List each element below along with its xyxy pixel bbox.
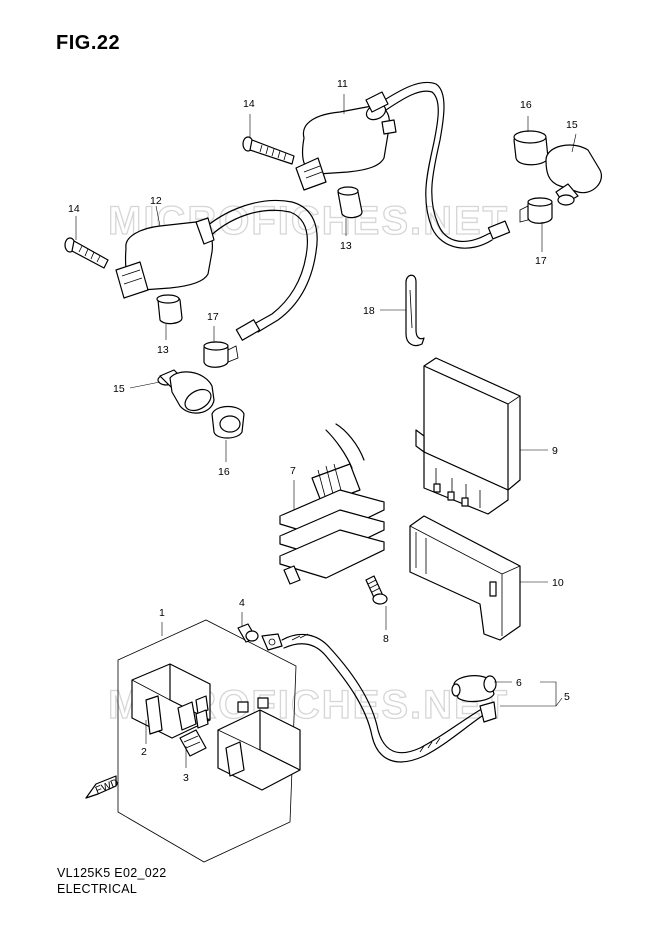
ignition-coil-lower bbox=[115, 199, 318, 341]
callout-15-upper: 15 bbox=[566, 119, 578, 131]
callout-4: 4 bbox=[239, 597, 245, 609]
callout-13-upper: 13 bbox=[340, 240, 352, 252]
callout-13-lower: 13 bbox=[157, 344, 169, 356]
callout-16-lower: 16 bbox=[218, 466, 230, 478]
callout-14-lower: 14 bbox=[68, 203, 80, 215]
ignition-coil-upper bbox=[295, 81, 511, 249]
spacer-13-upper bbox=[337, 186, 363, 219]
callout-11: 11 bbox=[337, 78, 348, 90]
callout-17-upper: 17 bbox=[535, 255, 547, 267]
boot-17-lower bbox=[203, 341, 239, 368]
terminal-cover-6 bbox=[451, 675, 497, 703]
callout-15-lower: 15 bbox=[113, 383, 125, 395]
model-code: VL125K5 E02_022 bbox=[57, 866, 167, 880]
bolt-8 bbox=[365, 575, 388, 605]
plug-cap-15-lower bbox=[157, 369, 215, 414]
leader-lines bbox=[75, 94, 577, 768]
callout-labels: 11 14 12 14 13 13 16 15 17 18 17 15 16 7… bbox=[68, 78, 578, 784]
section-name: ELECTRICAL bbox=[57, 882, 138, 896]
callout-6: 6 bbox=[516, 677, 522, 689]
callout-5: 5 bbox=[564, 691, 570, 703]
lead-wire-5 bbox=[261, 633, 497, 763]
regulator-rectifier-7 bbox=[279, 423, 385, 585]
figure-title: FIG.22 bbox=[56, 32, 121, 54]
callout-18: 18 bbox=[363, 305, 375, 317]
forward-arrow-icon: FWD bbox=[85, 775, 121, 799]
control-unit-9 bbox=[415, 357, 521, 515]
callout-1: 1 bbox=[159, 607, 165, 619]
cap-16-lower bbox=[211, 405, 245, 439]
callout-12: 12 bbox=[150, 195, 162, 207]
clamp-18 bbox=[405, 274, 425, 347]
cap-16-upper bbox=[513, 130, 549, 166]
callout-7: 7 bbox=[290, 465, 296, 477]
bracket-10 bbox=[409, 515, 521, 641]
callout-17-lower: 17 bbox=[207, 311, 219, 323]
callout-14-upper: 14 bbox=[243, 98, 255, 110]
callout-3: 3 bbox=[183, 772, 189, 784]
boot-17-upper bbox=[519, 197, 553, 224]
callout-8: 8 bbox=[383, 633, 389, 645]
callout-2: 2 bbox=[141, 746, 147, 758]
callout-9: 9 bbox=[552, 445, 558, 457]
fuse-box-assembly-1 bbox=[117, 619, 301, 863]
bolt-14-upper bbox=[242, 136, 295, 165]
spacer-13-lower bbox=[156, 294, 183, 325]
callout-10: 10 bbox=[552, 577, 564, 589]
callout-16-upper: 16 bbox=[520, 99, 532, 111]
fwd-label: FWD bbox=[94, 777, 121, 797]
bolt-4 bbox=[237, 623, 259, 643]
bolt-14-lower bbox=[64, 237, 109, 269]
plug-cap-15-upper bbox=[545, 144, 602, 206]
